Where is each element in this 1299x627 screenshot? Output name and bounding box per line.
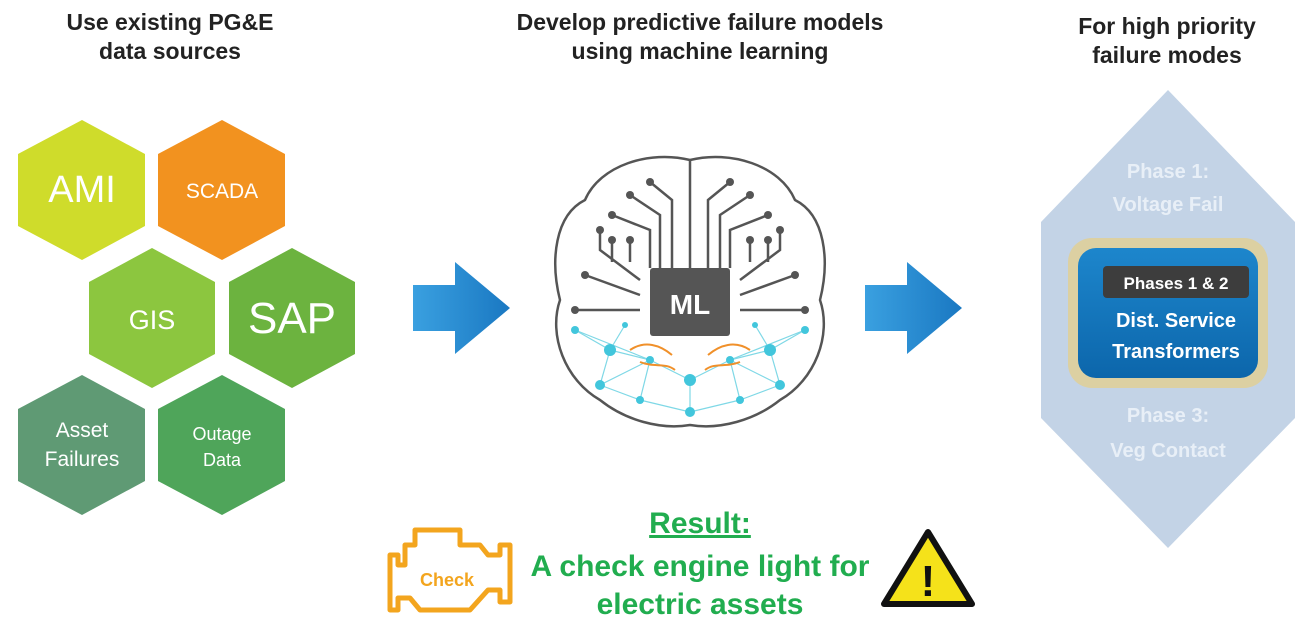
- hex-sap: SAP: [229, 248, 355, 388]
- phase-badge: [1103, 266, 1249, 298]
- result-title: Result:: [649, 507, 751, 540]
- hex-gis-label: GIS: [129, 305, 176, 335]
- arrow-right-icon: [865, 262, 962, 354]
- warning-triangle-icon: !: [881, 529, 975, 607]
- hex-outage-data: Outage Data: [158, 375, 285, 515]
- phase-3-title: Phase 3:: [1127, 405, 1209, 427]
- circuit-brain-icon: ML: [554, 155, 826, 428]
- hex-ami: AMI: [18, 120, 145, 260]
- result-line-1: A check engine light for: [530, 550, 870, 583]
- focus-line-2: Transformers: [1112, 341, 1240, 363]
- check-engine-icon: Check: [387, 527, 513, 613]
- hex-outage-label-1: Outage: [192, 424, 251, 444]
- focus-line-1: Dist. Service: [1116, 310, 1236, 332]
- ml-chip: [650, 268, 730, 336]
- phase-1-title: Phase 1:: [1127, 161, 1209, 183]
- phase-3-name: Veg Contact: [1110, 440, 1226, 462]
- hex-ami-label: AMI: [48, 169, 116, 211]
- hex-sap-label: SAP: [248, 294, 336, 343]
- heading-priority-modes: For high priority failure modes: [1078, 13, 1256, 68]
- hex-outage-label-2: Data: [203, 450, 242, 470]
- ml-chip-label: ML: [670, 289, 710, 320]
- warning-mark: !: [921, 557, 936, 606]
- arrow-right-icon: [413, 262, 510, 354]
- hex-scada-label: SCADA: [186, 180, 258, 203]
- heading-data-sources: Use existing PG&E data sources: [66, 9, 274, 64]
- check-engine-label: Check: [420, 570, 475, 590]
- phase-badge-label: Phases 1 & 2: [1124, 274, 1229, 293]
- phase-diamond: Phase 1: Voltage Fail Phase 3: Veg Conta…: [1041, 90, 1295, 548]
- hex-asset-label-1: Asset: [56, 419, 109, 442]
- hex-asset-label-2: Failures: [45, 448, 120, 471]
- heading-ml-models: Develop predictive failure models using …: [516, 9, 884, 64]
- result-body: A check engine light for electric assets: [470, 548, 930, 624]
- phase-1-name: Voltage Fail: [1113, 194, 1224, 216]
- result-line-2: electric assets: [596, 588, 804, 621]
- hex-asset-failures: Asset Failures: [18, 375, 145, 515]
- hex-gis: GIS: [89, 248, 215, 388]
- hex-scada: SCADA: [158, 120, 285, 260]
